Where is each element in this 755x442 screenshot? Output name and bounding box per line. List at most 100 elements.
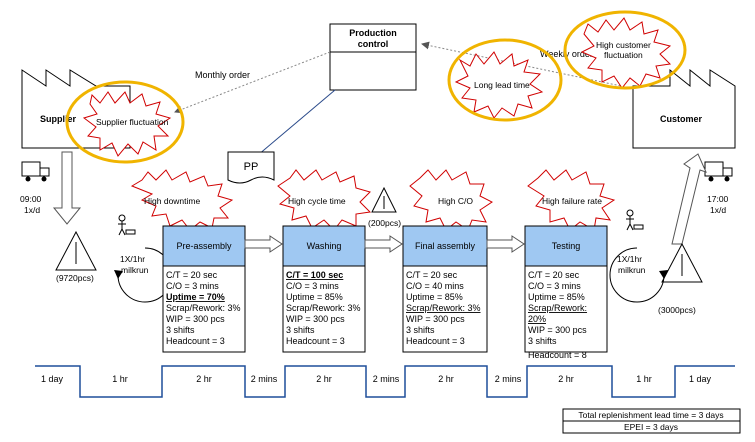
milkrun-left-line1: 1X/1hr: [120, 254, 145, 264]
process-line: 3 shifts: [406, 325, 435, 335]
process-line-highlight: C/T = 100 sec: [286, 270, 343, 280]
process-line: Headcount = 3: [406, 336, 465, 346]
process-line: WIP = 300 pcs: [166, 314, 225, 324]
high-customer-fluctuation-line2: fluctuation: [604, 50, 643, 60]
high-downtime-burst: [130, 169, 234, 231]
highlight-ring-customer: [563, 10, 687, 90]
inventory-triangle-customer: [661, 242, 703, 283]
pp-label: PP: [244, 161, 259, 173]
customer-truck-icon: [704, 161, 733, 182]
process-line: WIP = 300 pcs: [528, 325, 587, 335]
process-line-highlight: Scrap/Rework:: [528, 303, 587, 313]
timeline-segment: 2 hr: [196, 374, 212, 384]
process-line: 3 shifts: [286, 325, 315, 335]
process-line: Headcount = 3: [166, 336, 225, 346]
inventory-customer-label: (3000pcs): [658, 305, 696, 315]
highlight-ring-lead-time: [447, 38, 563, 122]
pp-document: PP: [227, 151, 275, 184]
inventory-triangle-mid: [371, 186, 397, 213]
customer-shipment-arrow: [671, 153, 707, 245]
push-arrow-1: [244, 235, 283, 253]
process-line: 3 shifts: [166, 325, 195, 335]
operator-icon-right: [626, 209, 644, 231]
high-failure-rate-label: High failure rate: [542, 196, 602, 206]
process-line-highlight: 20%: [528, 314, 546, 324]
process-box-washing: Washing C/T = 100 sec C/O = 3 mins Uptim…: [282, 225, 366, 353]
production-control-line2: control: [358, 39, 389, 49]
process-line: C/O = 40 mins: [406, 281, 464, 291]
process-line: 3 shifts: [528, 336, 557, 346]
timeline-segment: 2 mins: [373, 374, 400, 384]
high-cycle-time-burst: [277, 169, 372, 231]
process-line: WIP = 300 pcs: [286, 314, 345, 324]
high-customer-fluctuation-burst: [580, 17, 672, 89]
milkrun-left-line2: milkrun: [121, 265, 149, 275]
process-line-highlight: Uptime = 70%: [166, 292, 225, 302]
milkrun-right-icon: [609, 247, 668, 303]
timeline-ladder: [35, 365, 735, 398]
production-control-line1: Production: [349, 28, 397, 38]
high-customer-fluctuation-line1: High customer: [596, 40, 651, 50]
process-name: Pre-assembly: [176, 241, 232, 251]
process-name: Testing: [552, 241, 581, 251]
inventory-triangle-supplier: [55, 230, 97, 271]
process-line: C/O = 3 mins: [166, 281, 219, 291]
operator-icon-left: [118, 214, 136, 236]
customer-label: Customer: [660, 114, 703, 124]
monthly-order-arrow: [174, 51, 331, 114]
push-arrow-2: [364, 235, 403, 253]
customer-ship-frequency: 1x/d: [710, 205, 726, 215]
production-control-box: Production control: [329, 23, 417, 91]
supplier-ship-time: 09:00: [20, 194, 42, 204]
process-line: Uptime = 85%: [286, 292, 343, 302]
epei-value: EPEI = 3 days: [624, 422, 678, 432]
process-line: C/T = 20 sec: [166, 270, 218, 280]
timeline-segment: 2 hr: [438, 374, 454, 384]
high-co-label: High C/O: [438, 196, 473, 206]
customer-factory: Customer: [632, 68, 736, 149]
customer-ship-time: 17:00: [707, 194, 729, 204]
process-line: C/O = 3 mins: [286, 281, 339, 291]
timeline-segment: 1 hr: [112, 374, 128, 384]
process-line: Headcount = 8: [528, 350, 587, 360]
high-failure-rate-burst: [527, 169, 616, 231]
process-name: Final assembly: [415, 241, 476, 251]
inventory-supplier-label: (9720pcs): [56, 273, 94, 283]
timeline-segment: 2 mins: [495, 374, 522, 384]
long-lead-time-label: Long lead time: [474, 80, 530, 90]
process-name: Washing: [307, 241, 342, 251]
high-cycle-time-label: High cycle time: [288, 196, 346, 206]
timeline-segment: 1 day: [689, 374, 712, 384]
push-arrow-3: [486, 235, 525, 253]
total-replenishment-lead-time: Total replenishment lead time = 3 days: [578, 410, 723, 420]
milkrun-right-line2: milkrun: [618, 265, 646, 275]
high-downtime-label: High downtime: [144, 196, 200, 206]
process-box-testing: Testing C/T = 20 sec C/O = 3 mins Uptime…: [524, 225, 608, 360]
process-line: Scrap/Rework: 3%: [286, 303, 361, 313]
weekly-order-arrow: [421, 41, 641, 91]
process-line: C/T = 20 sec: [406, 270, 458, 280]
process-line: Uptime = 85%: [406, 292, 463, 302]
process-box-pre-assembly: Pre-assembly C/T = 20 sec C/O = 3 mins U…: [162, 225, 246, 353]
process-line: Headcount = 3: [286, 336, 345, 346]
supplier-fluctuation-label: Supplier fluctuation: [96, 117, 169, 127]
process-line: C/O = 3 mins: [528, 281, 581, 291]
milkrun-right-line1: 1X/1hr: [617, 254, 642, 264]
timeline-segment: 2 hr: [558, 374, 574, 384]
process-line: WIP = 300 pcs: [406, 314, 465, 324]
summary-box: Total replenishment lead time = 3 days E…: [562, 408, 741, 434]
monthly-order-label: Monthly order: [195, 70, 250, 80]
supplier-shipment-arrow: [52, 151, 82, 225]
supplier-label: Supplier: [40, 114, 77, 124]
process-line: Uptime = 85%: [528, 292, 585, 302]
process-line: C/T = 20 sec: [528, 270, 580, 280]
supplier-ship-frequency: 1x/d: [24, 205, 40, 215]
timeline-segment: 1 hr: [636, 374, 652, 384]
timeline-segment: 1 day: [41, 374, 64, 384]
timeline-segment: 2 mins: [251, 374, 278, 384]
process-line: Scrap/Rework: 3%: [166, 303, 241, 313]
high-co-burst: [409, 169, 493, 231]
process-box-final-assembly: Final assembly C/T = 20 sec C/O = 40 min…: [402, 225, 488, 353]
supplier-truck-icon: [21, 161, 50, 182]
